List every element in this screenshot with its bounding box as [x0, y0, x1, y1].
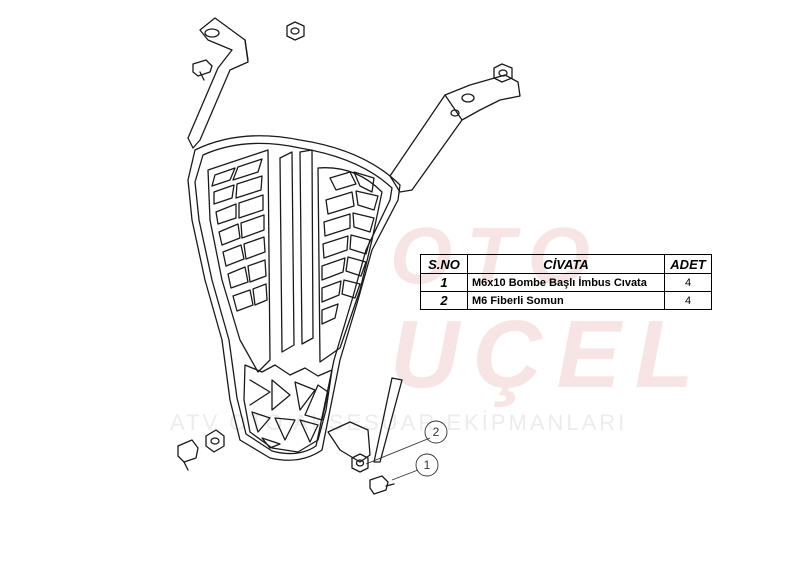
bom-row-qty: 4 — [664, 291, 712, 310]
bom-row-qty: 4 — [664, 273, 712, 292]
top-nut — [286, 21, 305, 41]
bottom-left-nut — [205, 429, 225, 453]
table-row: 2 M6 Fiberli Somun 4 — [420, 291, 712, 310]
callout-2-circle — [424, 420, 448, 444]
lower-mount-tab — [327, 377, 403, 463]
callout-1-circle — [415, 453, 439, 477]
top-right-nut — [493, 63, 513, 83]
callout-1-number: 1 — [424, 458, 431, 472]
bom-row-desc: M6x10 Bombe Başlı İmbus Cıvata — [467, 273, 665, 292]
table-row: 1 M6x10 Bombe Başlı İmbus Cıvata 4 — [420, 273, 712, 292]
left-bracket — [187, 17, 249, 149]
radiator-guard — [187, 135, 401, 461]
callout-2-number: 2 — [433, 425, 440, 439]
bom-row-sno: 1 — [420, 273, 468, 292]
right-bracket — [389, 74, 521, 193]
fiber-nut — [351, 453, 369, 473]
bom-row-sno: 2 — [420, 291, 468, 310]
bom-header-civata: CİVATA — [467, 254, 665, 274]
bill-of-materials-table: S.NO CİVATA ADET 1 M6x10 Bombe Başlı İmb… — [420, 254, 712, 310]
button-head-bolt — [369, 475, 395, 495]
bom-row-desc: M6 Fiberli Somun — [467, 291, 665, 310]
callout-1-leader — [391, 469, 419, 481]
bottom-left-bolt — [177, 439, 199, 471]
bom-header-adet: ADET — [664, 254, 712, 274]
bom-header-row: S.NO CİVATA ADET — [420, 254, 712, 274]
bom-header-sno: S.NO — [420, 254, 468, 274]
top-left-bolt — [192, 59, 213, 81]
callout-2-leader — [365, 437, 431, 465]
